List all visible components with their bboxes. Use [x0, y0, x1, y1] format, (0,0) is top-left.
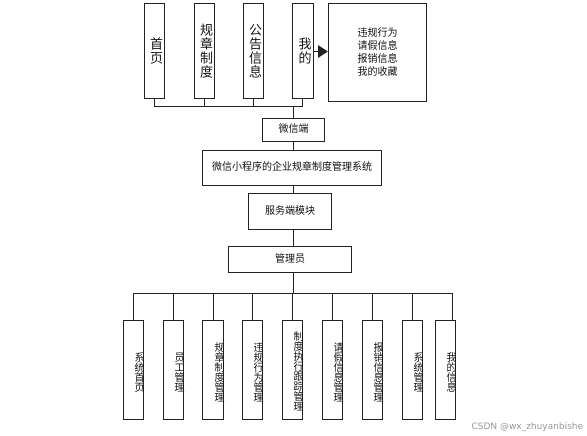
user-menu-box: 违规行为 请假信息 报销信息 我的收藏	[328, 3, 427, 102]
admin-module-home: 系统首页	[123, 320, 144, 420]
module-mine: 我的	[292, 3, 314, 99]
user-menu-item: 报销信息	[357, 53, 398, 65]
admin-module-staff: 员工管理	[163, 320, 184, 420]
module-home: 首页	[144, 3, 165, 99]
admin-module-tracking: 制度执行跟踪管理	[282, 320, 303, 420]
admin-box: 管理员	[228, 246, 352, 273]
watermark-text: CSDN @wx_zhuyanbishe	[471, 422, 583, 432]
admin-module-leave: 请假信息管理	[322, 320, 343, 420]
admin-module-rules: 规章制度管理	[202, 320, 224, 420]
admin-module-reimburse: 报销信息管理	[362, 320, 383, 420]
user-menu-item: 请假信息	[357, 40, 398, 52]
arrow-head	[318, 45, 328, 58]
admin-module-system: 系统管理	[402, 320, 423, 420]
user-menu-item: 违规行为	[357, 27, 398, 39]
system-name-box: 微信小程序的企业规章制度管理系统	[202, 150, 382, 186]
service-module-box: 服务端模块	[248, 193, 332, 230]
admin-module-profile: 我的信息	[435, 320, 456, 420]
module-announcements: 公告信息	[243, 3, 264, 99]
module-rules: 规章制度	[194, 3, 215, 99]
wechat-client-box: 微信端	[262, 118, 325, 142]
user-menu-item: 我的收藏	[357, 66, 398, 78]
admin-module-violations: 违规行为管理	[242, 320, 263, 420]
